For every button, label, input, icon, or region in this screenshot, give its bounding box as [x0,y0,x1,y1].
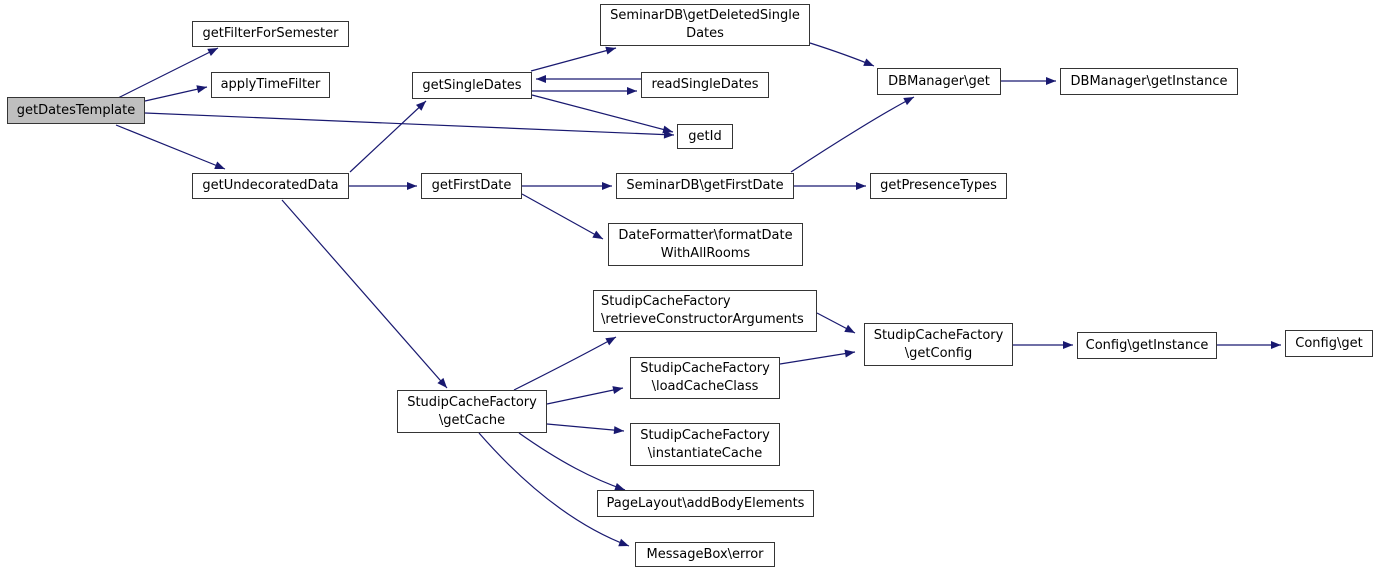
edge-loadCacheClass-getConfig [779,349,856,365]
node-applyTimeFilter[interactable]: applyTimeFilter [211,72,330,98]
node-studipcachefactory-retrieveConstructorArguments[interactable]: StudipCacheFactory \retrieveConstructorA… [593,290,817,332]
edge-getDatesTemplate-getUndecoratedData [115,124,226,170]
edge-getSingleDates-getDeletedSingleDates [530,46,617,72]
node-dbmanager-get[interactable]: DBManager\get [877,68,1001,95]
node-studipcachefactory-instantiateCache[interactable]: StudipCacheFactory \instantiateCache [630,423,780,466]
node-getFilterForSemester[interactable]: getFilterForSemester [192,21,349,47]
node-getDatesTemplate: getDatesTemplate [7,97,145,124]
edge-getDatesTemplate-getId [144,112,675,139]
node-dbmanager-getInstance[interactable]: DBManager\getInstance [1060,68,1238,95]
node-getSingleDates[interactable]: getSingleDates [412,72,532,99]
node-studipcachefactory-getConfig[interactable]: StudipCacheFactory \getConfig [864,323,1013,366]
node-pagelayout-addBodyElements[interactable]: PageLayout\addBodyElements [597,490,814,517]
node-studipcachefactory-loadCacheClass[interactable]: StudipCacheFactory \loadCacheClass [630,357,780,399]
edge-retrieveConstructorArguments-getConfig [816,312,856,334]
node-studipcachefactory-getCache[interactable]: StudipCacheFactory \getCache [397,390,547,433]
edge-getSingleDates-getId [531,94,674,134]
node-getFirstDate[interactable]: getFirstDate [421,173,522,199]
node-getPresenceTypes[interactable]: getPresenceTypes [870,173,1007,199]
node-messagebox-error[interactable]: MessageBox\error [635,542,775,567]
edge-getCache-retrieveConstructorArguments [513,336,617,391]
node-readSingleDates[interactable]: readSingleDates [641,72,769,98]
node-getUndecoratedData[interactable]: getUndecoratedData [192,173,349,199]
edge-getUndecoratedData-getCache [281,199,448,389]
edge-getCache-addBodyElements [518,432,626,491]
edge-getCache-messageBoxError [478,432,630,547]
node-seminardb-getDeletedSingleDates[interactable]: SeminarDB\getDeletedSingle Dates [600,4,810,46]
edge-getDatesTemplate-applyTimeFilter [144,85,208,102]
node-getId[interactable]: getId [677,124,733,149]
edge-getDatesTemplate-getFilterForSemester [117,47,219,99]
edge-getFirstDate-formatDateWithAllRooms [521,193,604,240]
edge-seminardbGetFirstDate-dbmanagerGet [790,96,915,173]
edge-getCache-loadCacheClass [546,386,624,405]
edge-getDeletedSingleDates-dbmanagerGet [809,42,875,67]
node-config-get[interactable]: Config\get [1285,330,1373,357]
node-seminardb-getFirstDate[interactable]: SeminarDB\getFirstDate [616,173,794,199]
edge-getUndecoratedData-getSingleDates [349,100,427,173]
node-config-getInstance[interactable]: Config\getInstance [1077,332,1217,359]
node-dateformatter-formatDateWithAllRooms[interactable]: DateFormatter\formatDate WithAllRooms [608,223,803,266]
edge-getCache-instantiateCache [546,423,625,435]
